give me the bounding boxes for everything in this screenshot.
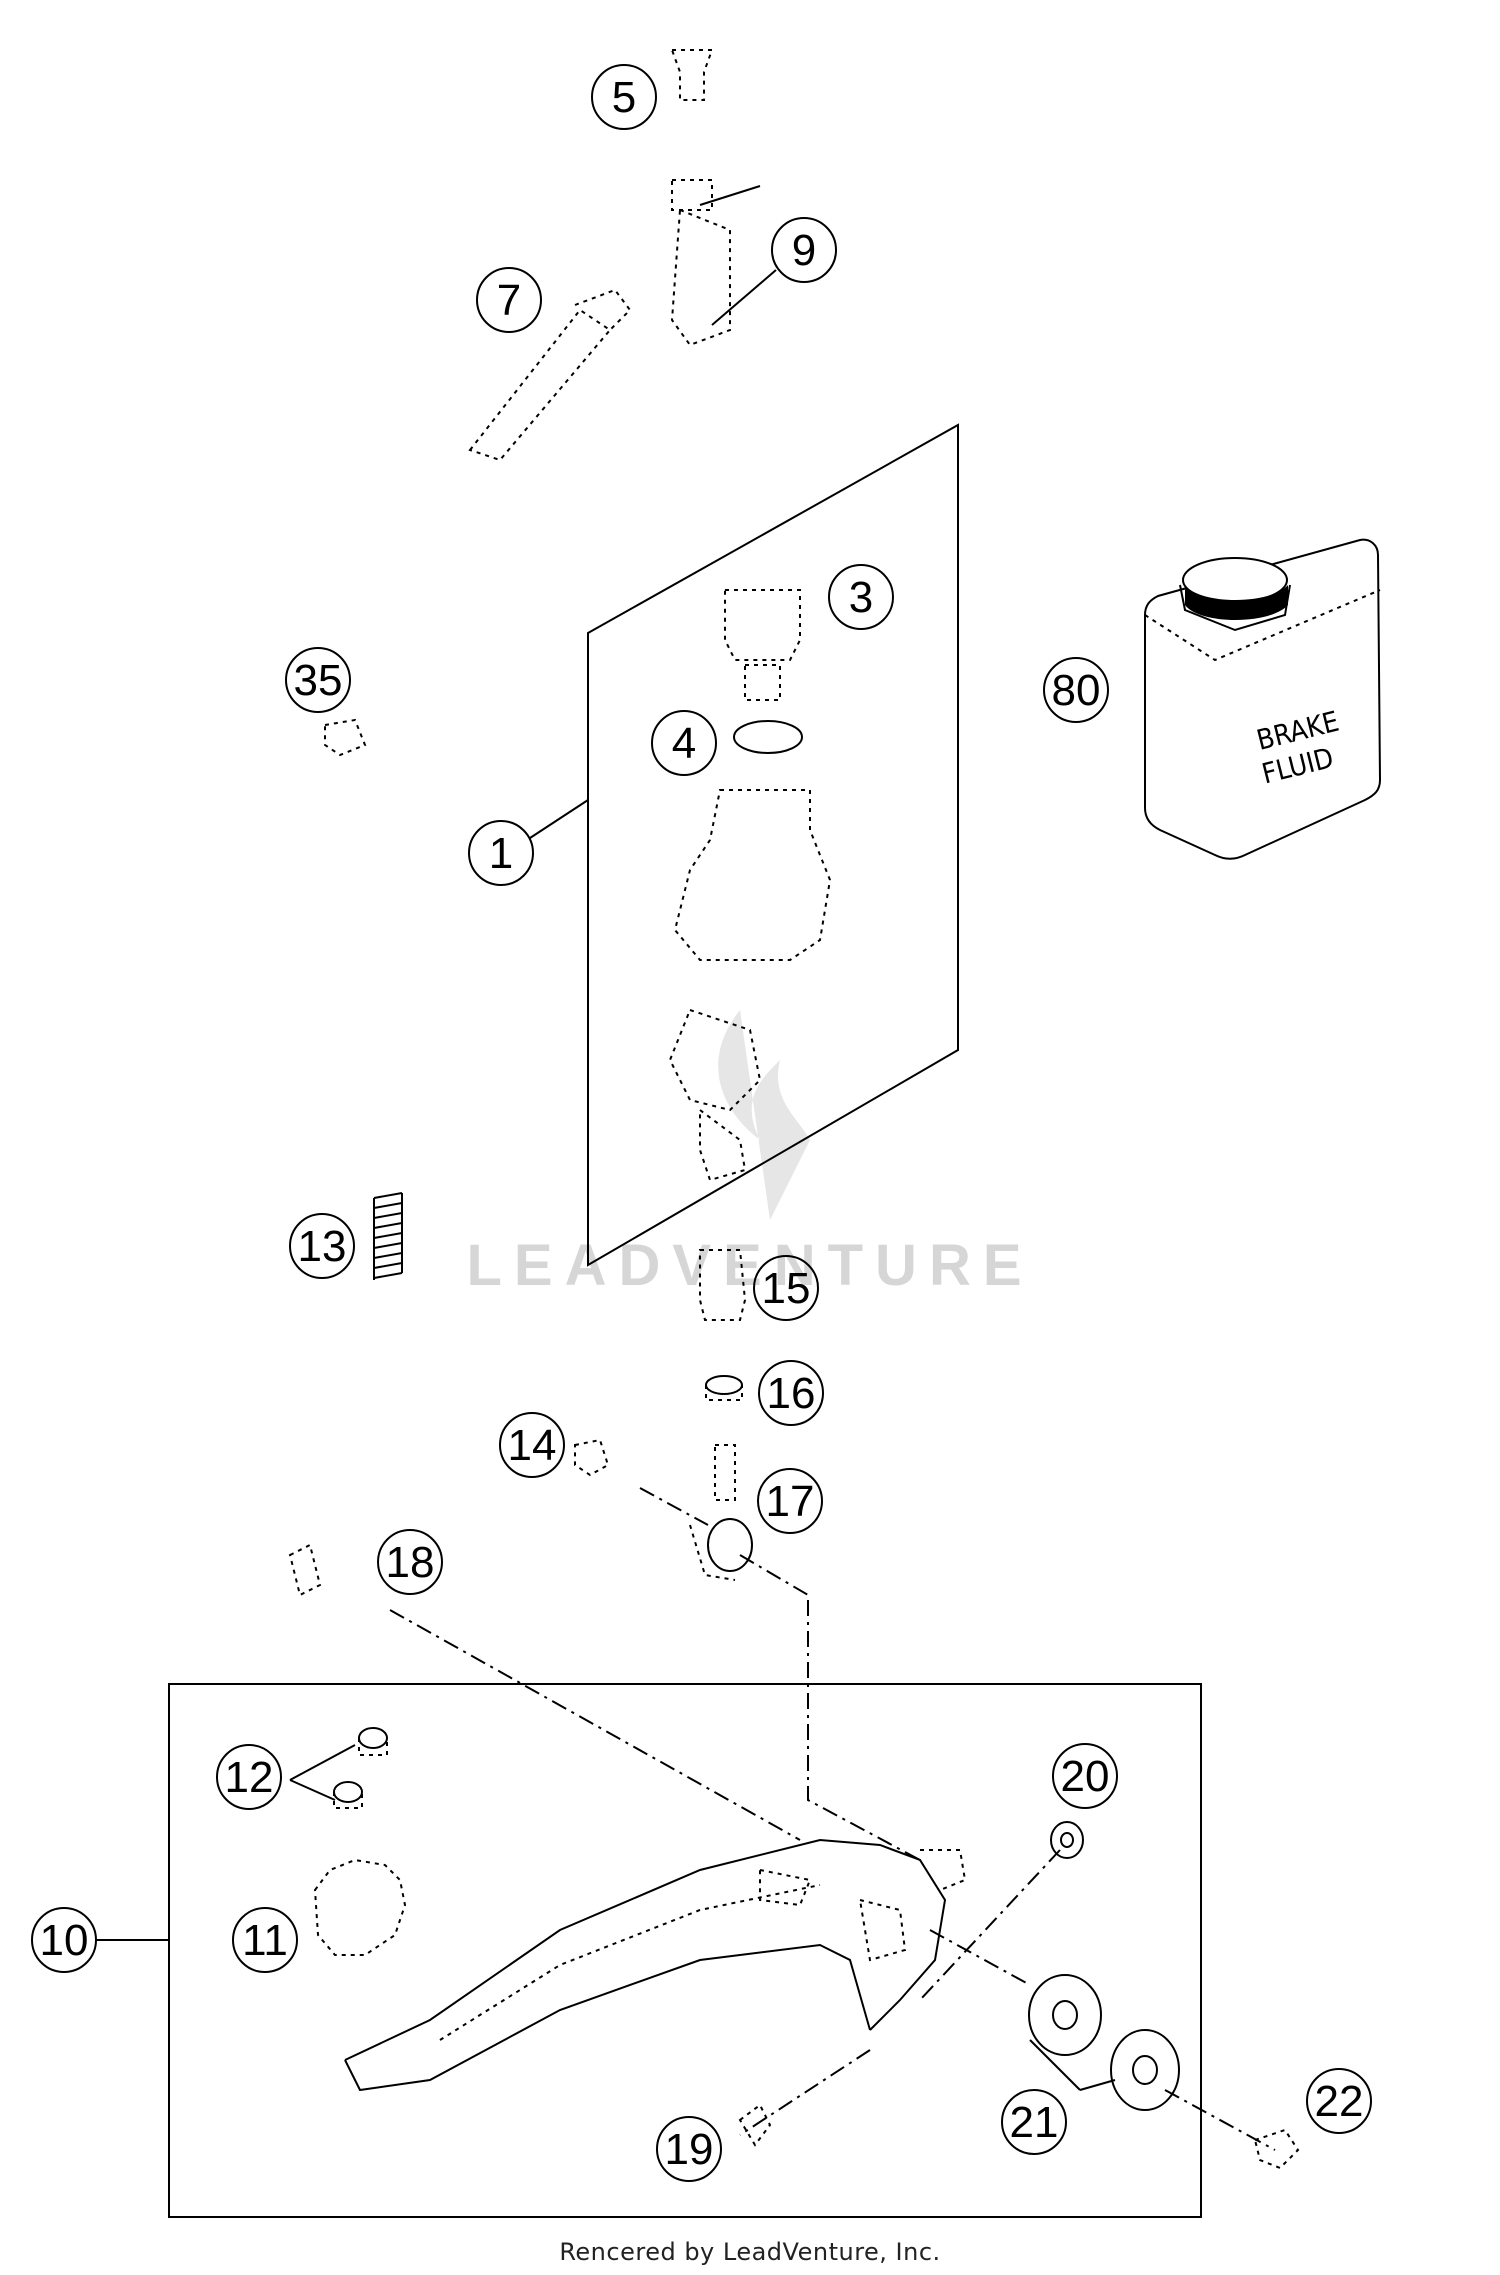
callout-12: 12 <box>216 1744 282 1810</box>
watermark-text: LEADVENTURE <box>466 1233 1033 1298</box>
callout-14: 14 <box>499 1412 565 1478</box>
part-21-bushings <box>1028 1974 1180 2111</box>
svg-text:10: 10 <box>40 1916 89 1965</box>
part-80-brake-fluid-bottle: BRAKE FLUID <box>1144 538 1382 860</box>
callout-5: 5 <box>591 64 657 130</box>
callout-3: 3 <box>828 564 894 630</box>
part-12-nuts <box>333 1727 388 1809</box>
callout-15: 15 <box>753 1255 819 1321</box>
watermark: LEADVENTURE <box>466 1010 1033 1298</box>
callout-17: 17 <box>757 1468 823 1534</box>
part-17-clevis <box>639 1444 809 1596</box>
svg-text:1: 1 <box>489 829 513 878</box>
part-15-rod <box>699 1249 747 1321</box>
callout-80: 80 <box>1043 657 1109 723</box>
svg-text:15: 15 <box>762 1264 811 1313</box>
part-14-nut <box>574 1438 610 1477</box>
leader-lines <box>96 185 1116 2091</box>
guide-line-18 <box>389 1609 801 1841</box>
svg-text:18: 18 <box>386 1538 435 1587</box>
kit-frame-1 <box>587 423 959 1267</box>
callout-21: 21 <box>1001 2089 1067 2155</box>
kit-frame-10 <box>168 1683 1202 2218</box>
svg-text:7: 7 <box>497 276 521 325</box>
svg-text:22: 22 <box>1315 2077 1364 2126</box>
callout-13: 13 <box>289 1213 355 1279</box>
part-11-gear <box>313 1858 407 1956</box>
callout-16: 16 <box>758 1360 824 1426</box>
part-3-cap <box>724 589 801 701</box>
guide-line-17 <box>807 1600 921 1861</box>
part-19-bolt <box>738 2103 772 2147</box>
part-9-fitting <box>670 179 731 347</box>
callout-7: 7 <box>476 267 542 333</box>
svg-text:11: 11 <box>242 1916 288 1965</box>
callout-20: 20 <box>1052 1743 1118 1809</box>
guide-line-21 <box>929 1929 1031 1986</box>
part-22-screw <box>1253 2128 1300 2170</box>
svg-text:14: 14 <box>508 1421 557 1470</box>
callout-9: 9 <box>771 217 837 283</box>
callout-22: 22 <box>1306 2068 1372 2134</box>
svg-text:3: 3 <box>849 573 873 622</box>
part-13-spring <box>373 1192 403 1280</box>
guide-line-22 <box>1164 2089 1276 2151</box>
callout-19: 19 <box>656 2116 722 2182</box>
callout-10: 10 <box>31 1907 97 1973</box>
svg-text:4: 4 <box>672 719 696 768</box>
svg-text:35: 35 <box>294 656 343 705</box>
part-18-pin <box>288 1543 322 1597</box>
callout-11: 11 <box>232 1907 298 1973</box>
svg-text:17: 17 <box>766 1477 815 1526</box>
part-4-oring <box>733 720 803 754</box>
callout-1: 1 <box>468 820 534 886</box>
part-35-nut <box>324 718 367 757</box>
svg-text:9: 9 <box>792 226 816 275</box>
part-7-hose <box>468 288 632 462</box>
footer-credit: Rencered by LeadVenture, Inc. <box>559 2238 941 2266</box>
guide-line-20 <box>919 1849 1061 2001</box>
svg-text:20: 20 <box>1061 1752 1110 1801</box>
svg-text:5: 5 <box>612 73 636 122</box>
svg-text:19: 19 <box>665 2125 714 2174</box>
svg-text:21: 21 <box>1010 2098 1059 2147</box>
callout-18: 18 <box>377 1529 443 1595</box>
brake-pedal <box>344 1838 967 2092</box>
svg-text:13: 13 <box>298 1222 347 1271</box>
master-cylinder-body <box>668 789 832 1182</box>
svg-text:12: 12 <box>225 1753 274 1802</box>
part-5-screw <box>670 49 714 101</box>
callout-35: 35 <box>285 647 351 713</box>
svg-text:80: 80 <box>1052 666 1101 715</box>
callout-4: 4 <box>651 710 717 776</box>
part-20-washer <box>1050 1821 1084 1859</box>
svg-text:16: 16 <box>767 1369 816 1418</box>
guide-line-19 <box>739 2049 871 2136</box>
part-16-nut <box>705 1375 743 1401</box>
